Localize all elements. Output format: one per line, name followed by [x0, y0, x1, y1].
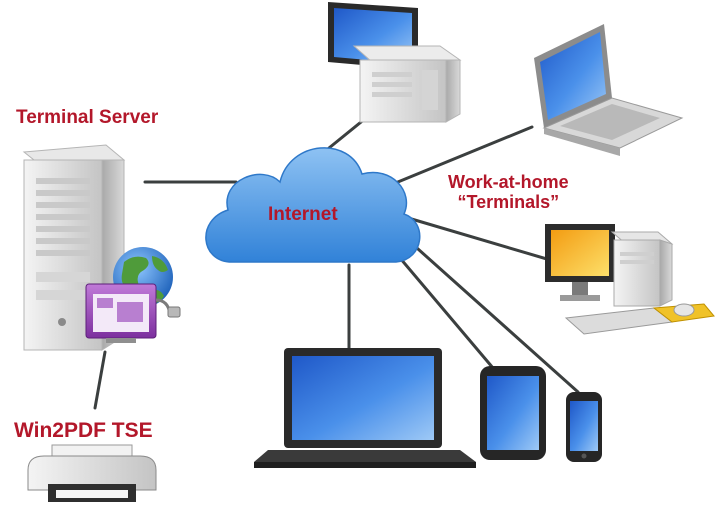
link-printer	[93, 350, 107, 410]
printer-icon	[27, 444, 157, 502]
cloud-icon	[205, 147, 421, 263]
internet-label: Internet	[268, 204, 338, 225]
link-phone	[397, 230, 580, 394]
win2pdf-tse-label: Win2PDF TSE	[14, 419, 153, 442]
smartphone-icon	[566, 392, 602, 462]
work-at-home-line: Work-at-home	[448, 172, 569, 192]
large-laptop-icon	[254, 348, 476, 468]
connector-lines	[93, 103, 580, 410]
link-desktop-right	[396, 213, 559, 264]
terminal-server-label: Terminal Server	[16, 107, 159, 128]
link-tablet	[387, 243, 495, 370]
desktop-computer-icon	[328, 2, 462, 123]
laptop-icon	[534, 24, 684, 156]
tablet-icon	[480, 366, 546, 460]
monitor-tower-keyboard-icon	[545, 224, 715, 335]
link-laptop-top	[391, 125, 534, 186]
work-at-home-terminals-label: Work-at-home “Terminals”	[448, 172, 569, 213]
terminals-line: “Terminals”	[457, 191, 560, 212]
application-window-icon	[85, 283, 181, 343]
